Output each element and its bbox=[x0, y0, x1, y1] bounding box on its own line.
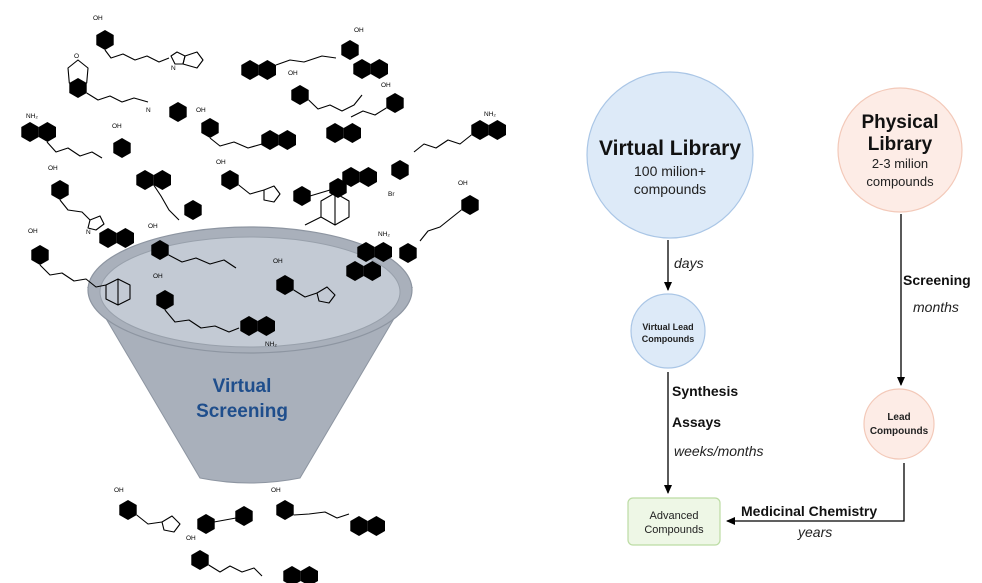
virtual-library-subtitle-line1: 100 milion+ bbox=[634, 163, 706, 179]
svg-text:OH: OH bbox=[288, 70, 298, 77]
svg-text:NH₂: NH₂ bbox=[378, 231, 390, 238]
virtual-lead-line2: Compounds bbox=[642, 334, 695, 344]
molecule: OH bbox=[114, 487, 253, 534]
molecule: OH NH₂ bbox=[148, 223, 392, 269]
molecule: OH bbox=[28, 228, 131, 306]
svg-text:OH: OH bbox=[112, 123, 122, 130]
molecule: OH bbox=[273, 258, 381, 304]
molecule: OH bbox=[399, 180, 484, 263]
advanced-line2: Compounds bbox=[644, 524, 704, 536]
molecule-structures: OH N O N NH₂ OH OH OH OH bbox=[21, 15, 506, 583]
arrow-days-label: days bbox=[674, 255, 704, 271]
molecule bbox=[136, 170, 207, 221]
funnel-label-line1: Virtual bbox=[213, 376, 272, 397]
advanced-node bbox=[627, 497, 721, 546]
arrow-screening-label: Screening bbox=[903, 272, 971, 288]
virtual-library-subtitle-line2: compounds bbox=[634, 181, 706, 197]
molecule: NH₂ Br bbox=[388, 111, 506, 198]
svg-text:N: N bbox=[146, 107, 151, 114]
molecule: OH bbox=[288, 59, 388, 112]
molecule: OH bbox=[326, 82, 409, 143]
molecule: OH N bbox=[48, 165, 134, 248]
molecule: OH bbox=[241, 27, 364, 80]
molecule: OH bbox=[271, 487, 385, 536]
molecule: OH bbox=[216, 159, 347, 206]
lead-line2: Compounds bbox=[870, 426, 929, 437]
svg-text:NH₂: NH₂ bbox=[265, 341, 277, 348]
svg-text:OH: OH bbox=[93, 15, 103, 22]
arrow-assays-label: Assays bbox=[672, 414, 721, 430]
svg-text:N: N bbox=[86, 229, 91, 236]
lead-line1: Lead bbox=[887, 412, 910, 423]
virtual-library-node bbox=[586, 71, 754, 239]
physical-library-node bbox=[837, 87, 963, 213]
svg-text:OH: OH bbox=[196, 107, 206, 114]
svg-text:OH: OH bbox=[458, 180, 468, 187]
funnel-label-line2: Screening bbox=[196, 401, 288, 422]
svg-text:OH: OH bbox=[48, 165, 58, 172]
molecule: O N bbox=[67, 53, 187, 122]
virtual-library-title: Virtual Library bbox=[599, 137, 741, 160]
funnel-opening bbox=[99, 236, 401, 348]
svg-text:OH: OH bbox=[354, 27, 364, 34]
svg-text:NH₂: NH₂ bbox=[484, 111, 496, 118]
svg-text:OH: OH bbox=[381, 82, 391, 89]
molecule: NH₂ OH bbox=[21, 113, 136, 159]
molecule: OH bbox=[186, 535, 318, 583]
svg-text:OH: OH bbox=[271, 487, 281, 494]
physical-library-title-line1: Physical bbox=[861, 112, 938, 133]
virtual-lead-line1: Virtual Lead bbox=[642, 322, 693, 332]
arrow-synthesis-label: Synthesis bbox=[672, 383, 738, 399]
molecule: OH N bbox=[93, 15, 204, 72]
arrow-years-label: years bbox=[797, 524, 832, 540]
svg-text:NH₂: NH₂ bbox=[26, 113, 38, 120]
lead-node bbox=[863, 388, 935, 460]
physical-library-subtitle-line1: 2-3 milion bbox=[872, 156, 928, 171]
arrow-medicinal-chemistry bbox=[726, 463, 905, 525]
arrow-months-label: months bbox=[913, 299, 959, 315]
svg-text:OH: OH bbox=[114, 487, 124, 494]
arrow-medchem-label: Medicinal Chemistry bbox=[741, 503, 877, 519]
physical-library-subtitle-line2: compounds bbox=[866, 174, 934, 189]
svg-text:Br: Br bbox=[388, 191, 395, 198]
svg-text:OH: OH bbox=[148, 223, 158, 230]
svg-text:OH: OH bbox=[186, 535, 196, 542]
advanced-line1: Advanced bbox=[650, 510, 699, 522]
svg-text:N: N bbox=[171, 65, 176, 72]
svg-text:OH: OH bbox=[216, 159, 226, 166]
svg-text:OH: OH bbox=[273, 258, 283, 265]
molecule bbox=[304, 167, 377, 226]
molecule: OH NH₂ bbox=[153, 273, 277, 348]
physical-library-title-line2: Library bbox=[868, 134, 933, 155]
svg-text:OH: OH bbox=[28, 228, 38, 235]
arrow-weeks-label: weeks/months bbox=[674, 443, 763, 459]
svg-text:OH: OH bbox=[153, 273, 163, 280]
virtual-lead-node bbox=[630, 293, 706, 369]
svg-text:O: O bbox=[74, 53, 79, 60]
molecule: OH bbox=[196, 107, 296, 150]
